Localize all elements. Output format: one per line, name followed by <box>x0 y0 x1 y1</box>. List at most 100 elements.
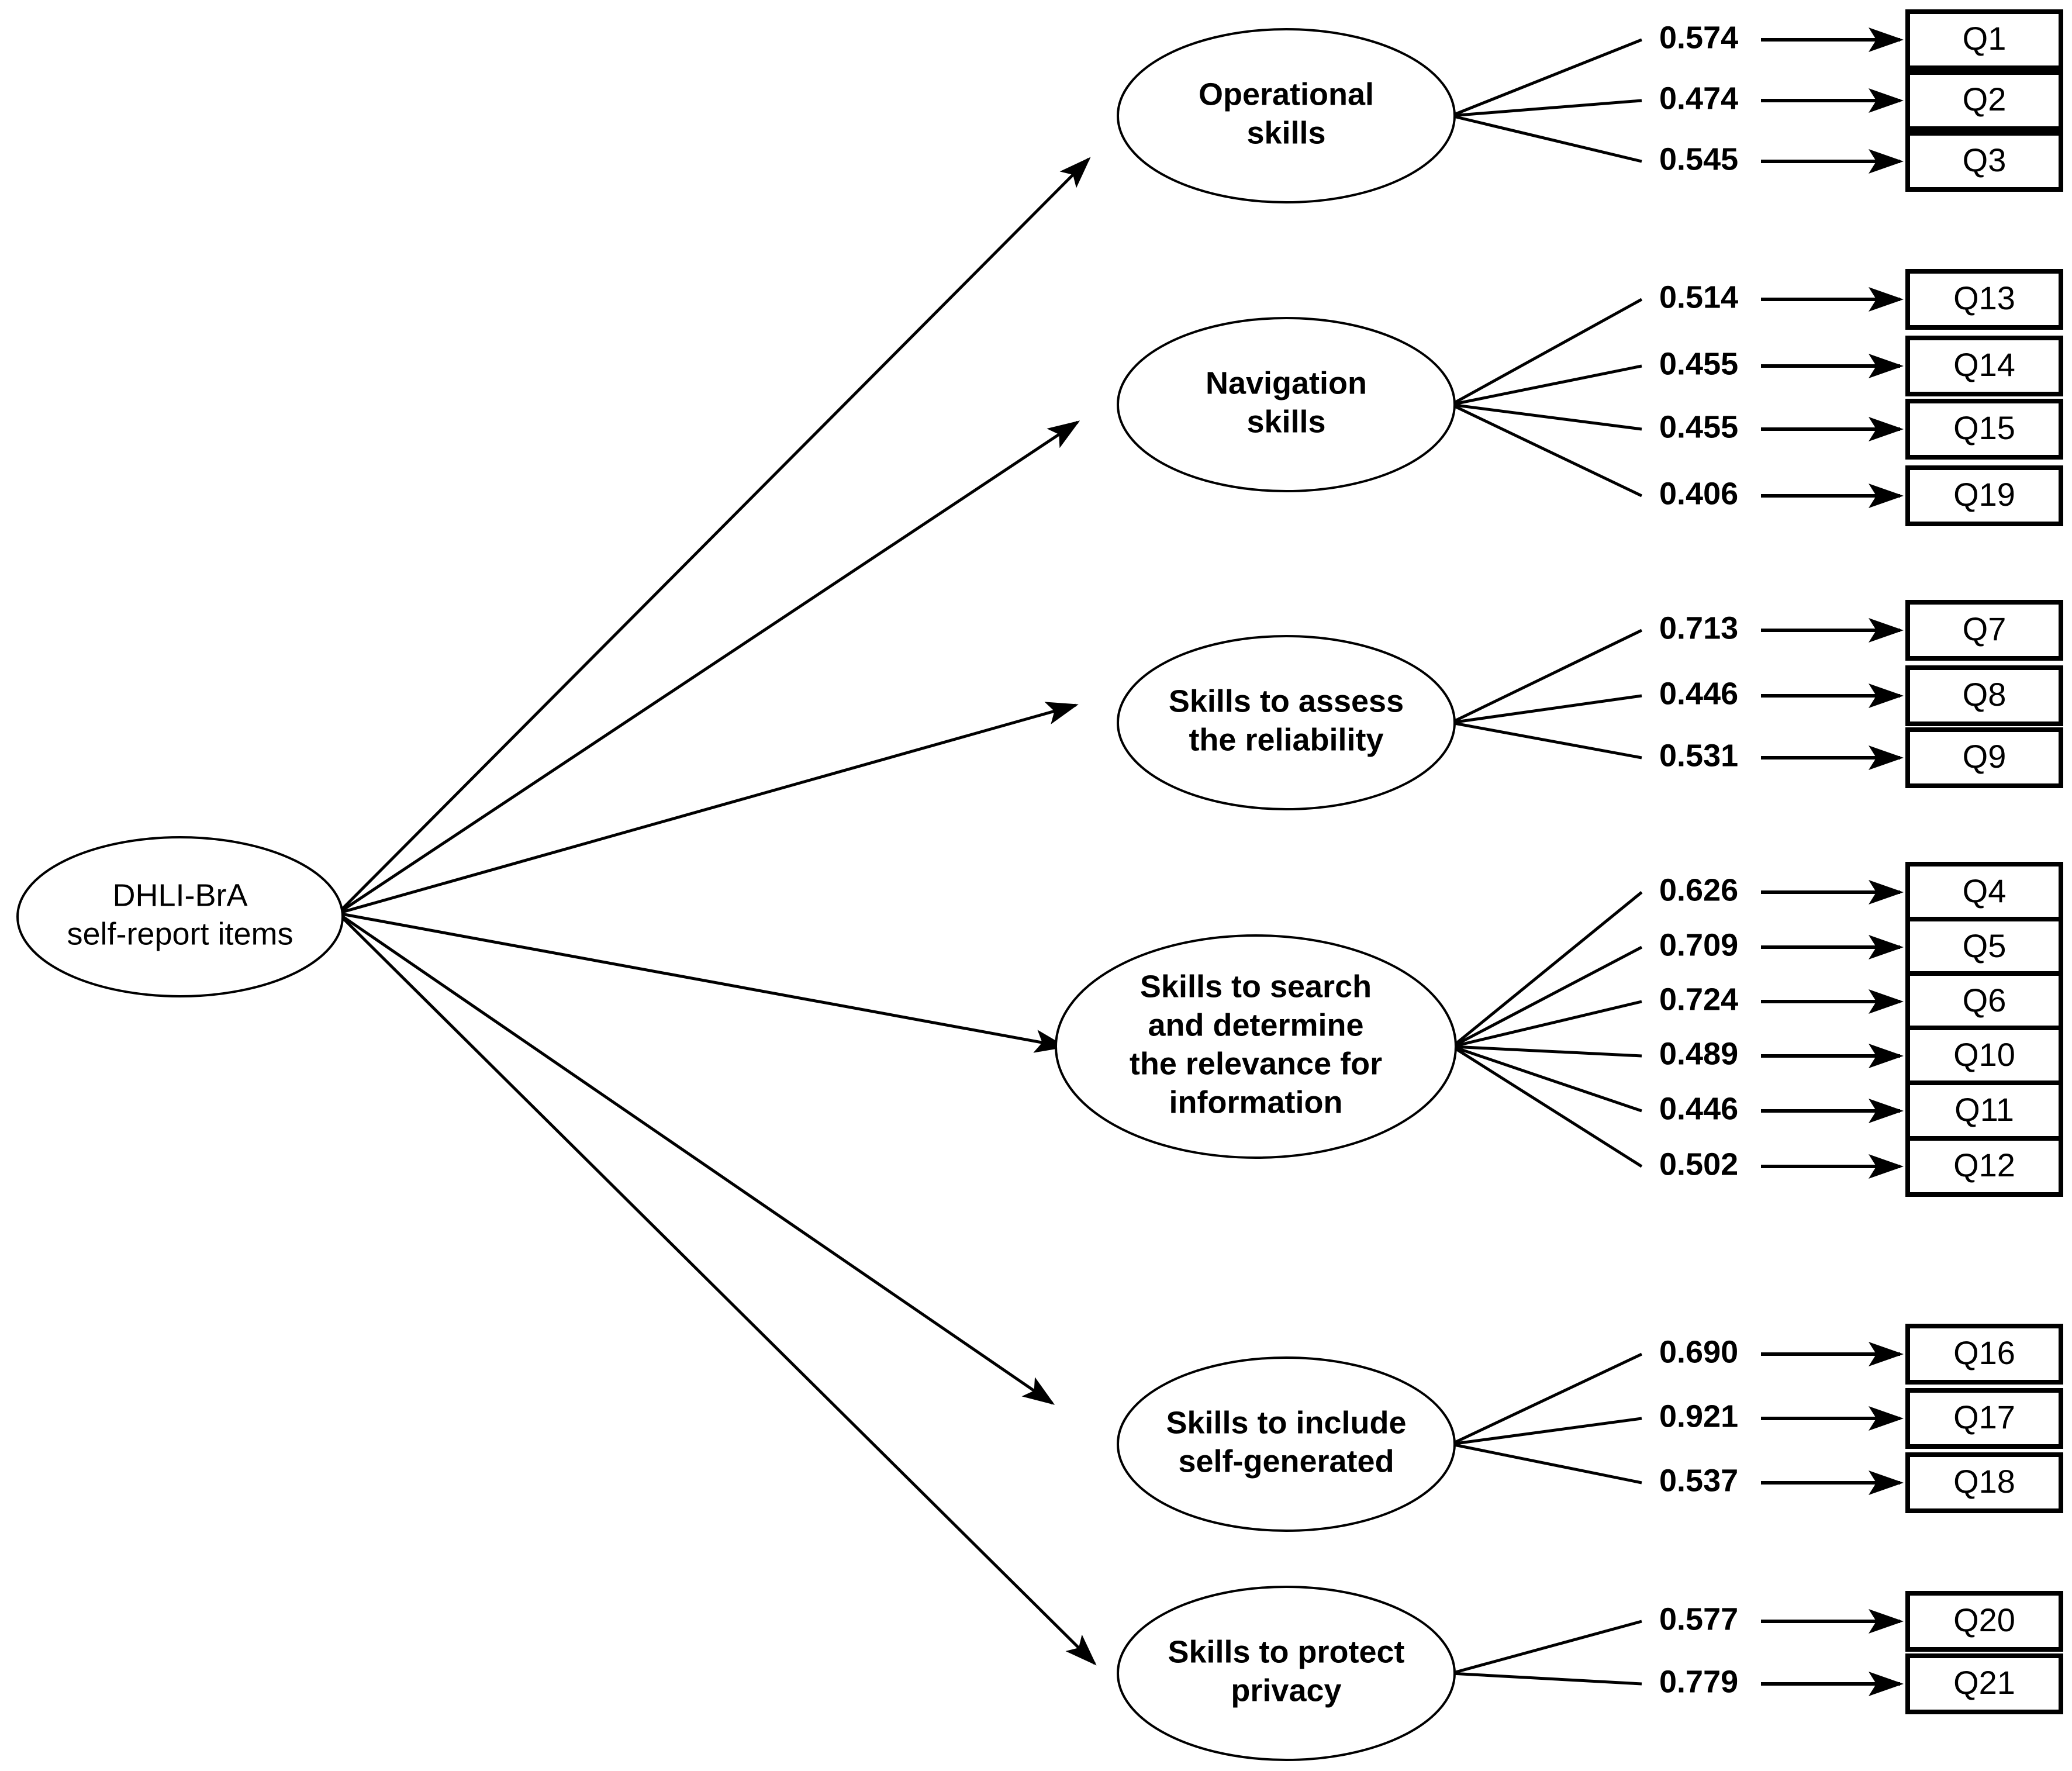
loading-value-Q9: 0.531 <box>1659 738 1738 773</box>
indicator-label-Q12: Q12 <box>1953 1147 2015 1183</box>
factor-ellipse-operational-skills <box>1117 28 1456 203</box>
loading-line-Q7 <box>1450 629 1643 724</box>
loading-line-Q10 <box>1452 1045 1642 1058</box>
indicator-box-Q12 <box>1905 1136 2063 1197</box>
factor-label-navigation-skills: Navigation <box>1206 365 1367 401</box>
indicator-label-Q9: Q9 <box>1963 738 2007 775</box>
loading-value-Q1: 0.574 <box>1659 20 1738 55</box>
loading-value-Q19: 0.406 <box>1659 476 1738 511</box>
indicator-box-Q3 <box>1905 131 2063 192</box>
structural-path-navigation-skills <box>337 420 1080 915</box>
structural-path-skills-to-search-determine-relevance <box>337 912 1067 1053</box>
center-node-label-line: DHLI-BrA <box>112 878 247 913</box>
factor-label-navigation-skills: skills <box>1246 404 1325 439</box>
loading-value-Q4: 0.626 <box>1659 872 1738 907</box>
loading-line-Q13 <box>1450 298 1643 406</box>
structural-paths-group <box>337 27 1904 1696</box>
factor-label-operational-skills: skills <box>1246 115 1325 150</box>
loading-line-Q3 <box>1451 114 1642 163</box>
factor-ellipse-navigation-skills <box>1117 317 1456 492</box>
loading-line-Q2 <box>1451 99 1642 118</box>
loading-value-Q3: 0.545 <box>1659 141 1738 177</box>
indicator-box-Q5 <box>1905 917 2063 978</box>
indicator-label-Q2: Q2 <box>1963 81 2007 118</box>
loading-value-Q13: 0.514 <box>1659 279 1738 315</box>
indicator-box-Q21 <box>1905 1653 2063 1714</box>
loading-line-Q9 <box>1451 721 1642 760</box>
indicator-box-Q14 <box>1905 336 2063 396</box>
indicator-label-Q20: Q20 <box>1953 1601 2015 1638</box>
structural-path-skills-to-assess-reliability <box>337 702 1079 915</box>
factor-ellipse-skills-to-protect-privacy <box>1117 1586 1456 1761</box>
center-node-label-line: self-report items <box>67 916 293 951</box>
indicator-box-Q20 <box>1905 1591 2063 1652</box>
loading-line-Q6 <box>1452 1000 1642 1048</box>
indicator-label-Q17: Q17 <box>1953 1399 2015 1435</box>
indicator-box-Q15 <box>1905 399 2063 460</box>
latent-factors-group: OperationalskillsNavigationskillsSkills … <box>1055 28 1457 1761</box>
indicator-box-Q11 <box>1905 1080 2063 1141</box>
indicator-box-Q6 <box>1905 971 2063 1032</box>
loading-value-Q21: 0.779 <box>1659 1664 1738 1699</box>
loading-value-Q6: 0.724 <box>1659 982 1738 1017</box>
factor-label-skills-to-include-self-generated: Skills to include <box>1166 1405 1406 1440</box>
indicator-label-Q15: Q15 <box>1953 409 2015 446</box>
factor-label-operational-skills: Operational <box>1199 77 1374 112</box>
loading-line-Q11 <box>1452 1045 1642 1113</box>
factor-label-skills-to-search-determine-relevance: Skills to search <box>1140 969 1372 1004</box>
indicator-box-Q7 <box>1905 600 2063 661</box>
indicator-box-Q2 <box>1905 70 2063 131</box>
loading-value-Q7: 0.713 <box>1659 610 1738 645</box>
indicator-box-Q16 <box>1905 1324 2063 1385</box>
factor-label-skills-to-protect-privacy: Skills to protect <box>1168 1634 1404 1669</box>
indicator-label-Q14: Q14 <box>1953 346 2015 383</box>
loading-line-Q5 <box>1451 945 1643 1048</box>
loading-line-Q15 <box>1451 403 1642 431</box>
indicator-label-Q6: Q6 <box>1963 982 2007 1019</box>
loading-line-Q4 <box>1451 891 1643 1048</box>
indicator-box-Q19 <box>1905 465 2063 526</box>
loading-line-Q19 <box>1450 403 1643 498</box>
indicator-label-Q13: Q13 <box>1953 279 2015 316</box>
loading-value-Q16: 0.690 <box>1659 1334 1738 1369</box>
factor-label-skills-to-assess-reliability: the reliability <box>1189 722 1383 757</box>
loading-line-Q16 <box>1450 1352 1643 1446</box>
loading-value-Q14: 0.455 <box>1659 346 1738 381</box>
factor-ellipse-skills-to-include-self-generated <box>1117 1356 1456 1532</box>
factor-ellipse-skills-to-search-determine-relevance <box>1055 934 1457 1159</box>
indicator-box-Q17 <box>1905 1388 2063 1449</box>
structural-path-operational-skills <box>337 157 1091 914</box>
indicator-label-Q4: Q4 <box>1963 872 2007 909</box>
loading-line-Q1 <box>1451 38 1642 118</box>
indicator-box-Q1 <box>1905 9 2063 70</box>
indicator-label-Q19: Q19 <box>1953 476 2015 513</box>
indicator-label-Q11: Q11 <box>1954 1091 2014 1128</box>
loading-value-Q15: 0.455 <box>1659 409 1738 444</box>
indicator-box-Q8 <box>1905 665 2063 726</box>
loading-line-Q14 <box>1451 364 1642 406</box>
indicator-label-Q3: Q3 <box>1963 141 2007 178</box>
loading-value-Q5: 0.709 <box>1659 927 1738 962</box>
factor-label-skills-to-search-determine-relevance: information <box>1169 1085 1343 1120</box>
loading-line-Q21 <box>1451 1672 1642 1686</box>
indicator-label-Q1: Q1 <box>1963 20 2007 57</box>
loading-value-Q11: 0.446 <box>1659 1091 1738 1126</box>
indicator-label-Q18: Q18 <box>1953 1463 2015 1500</box>
factor-ellipse-skills-to-assess-reliability <box>1117 635 1456 810</box>
factor-label-skills-to-search-determine-relevance: and determine <box>1148 1007 1363 1042</box>
factor-label-skills-to-assess-reliability: Skills to assess <box>1169 683 1404 719</box>
loading-line-Q12 <box>1451 1045 1643 1168</box>
factor-label-skills-to-protect-privacy: privacy <box>1231 1673 1341 1708</box>
loading-value-Q20: 0.577 <box>1659 1601 1738 1637</box>
indicator-label-Q16: Q16 <box>1953 1334 2015 1371</box>
loading-line-Q8 <box>1451 694 1642 724</box>
indicator-label-Q21: Q21 <box>1953 1664 2015 1701</box>
factor-label-skills-to-include-self-generated: self-generated <box>1178 1444 1394 1479</box>
loading-value-Q10: 0.489 <box>1659 1036 1738 1071</box>
indicator-label-Q10: Q10 <box>1953 1036 2015 1073</box>
loading-value-Q12: 0.502 <box>1659 1147 1738 1182</box>
